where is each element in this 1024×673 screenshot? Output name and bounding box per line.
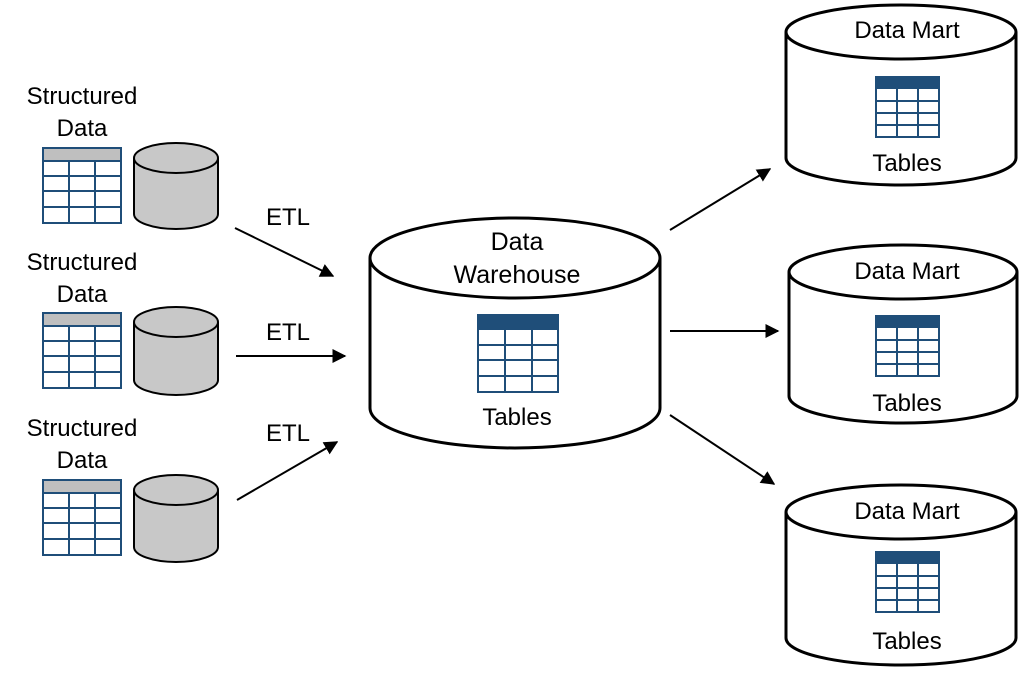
mart-arrow-3: [669, 414, 776, 485]
data-warehouse: Data Warehouse Tables: [368, 216, 662, 450]
warehouse-table-icon: [477, 314, 559, 393]
source-2-label-line2: Data: [57, 281, 108, 308]
source-2-label-line1: Structured: [27, 249, 138, 276]
source-1-label-line2: Data: [57, 115, 108, 142]
source-3-label-line1: Structured: [27, 415, 138, 442]
mart-arrow-1: [669, 168, 772, 231]
mart-3-title: Data Mart: [854, 498, 960, 525]
mart-1-table-icon: [875, 76, 940, 138]
mart-2-table-icon: [875, 315, 940, 377]
warehouse-tables-label: Tables: [482, 404, 551, 431]
source-2: Structured Data: [27, 249, 219, 396]
source-3-table-icon: [42, 479, 122, 556]
mart-1-title: Data Mart: [854, 17, 960, 44]
source-1-database-icon: [133, 142, 219, 230]
data-mart-1: Data Mart Tables: [784, 3, 1018, 187]
etl-label-3: ETL: [266, 420, 310, 447]
source-2-database-icon: [133, 306, 219, 396]
etl-label-1: ETL: [266, 204, 310, 231]
mart-1-tables-label: Tables: [872, 150, 941, 177]
data-mart-3: Data Mart Tables: [784, 483, 1018, 667]
etl-arrow-3: ETL: [236, 420, 339, 501]
mart-3-tables-label: Tables: [872, 628, 941, 655]
source-3: Structured Data: [27, 415, 219, 563]
mart-2-title: Data Mart: [854, 258, 960, 285]
mart-3-table-icon: [875, 551, 940, 613]
source-3-label-line2: Data: [57, 447, 108, 474]
source-1-table-icon: [42, 147, 122, 224]
source-1: Structured Data: [27, 83, 219, 230]
warehouse-title-line1: Data: [491, 228, 544, 256]
source-2-table-icon: [42, 312, 122, 389]
data-mart-2: Data Mart Tables: [787, 243, 1019, 425]
source-1-label-line1: Structured: [27, 83, 138, 110]
mart-2-tables-label: Tables: [872, 390, 941, 417]
etl-arrow-2: ETL: [236, 319, 347, 363]
etl-label-2: ETL: [266, 319, 310, 346]
etl-arrow-1: ETL: [234, 204, 335, 277]
warehouse-title-line2: Warehouse: [454, 261, 581, 289]
source-3-database-icon: [133, 474, 219, 563]
